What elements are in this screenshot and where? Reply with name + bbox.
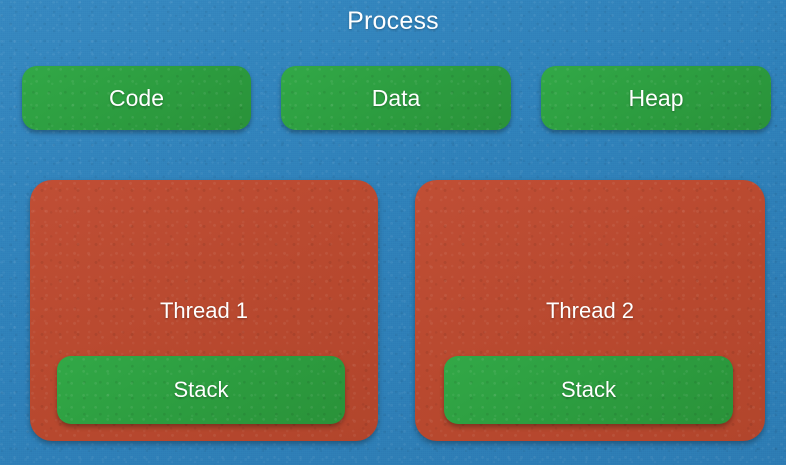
thread-block-1[interactable]: Thread 1 Stack xyxy=(30,180,378,441)
thread-1-stack[interactable]: Stack xyxy=(57,356,345,424)
memory-segment-code[interactable]: Code xyxy=(22,66,251,130)
memory-segment-data[interactable]: Data xyxy=(281,66,511,130)
thread-2-stack-label: Stack xyxy=(560,377,617,402)
memory-segment-code-label: Code xyxy=(109,84,164,111)
page-title: Process xyxy=(347,7,439,35)
thread-1-stack-label: Stack xyxy=(173,377,229,402)
thread-block-2-label: Thread 2 xyxy=(545,298,635,323)
thread-block-2[interactable]: Thread 2 Stack xyxy=(415,180,765,441)
thread-2-stack[interactable]: Stack xyxy=(444,356,733,424)
memory-segment-heap[interactable]: Heap xyxy=(541,66,771,130)
memory-segment-data-label: Data xyxy=(371,84,421,111)
thread-block-1-label: Thread 1 xyxy=(159,298,249,323)
memory-segment-heap-label: Heap xyxy=(628,84,684,111)
